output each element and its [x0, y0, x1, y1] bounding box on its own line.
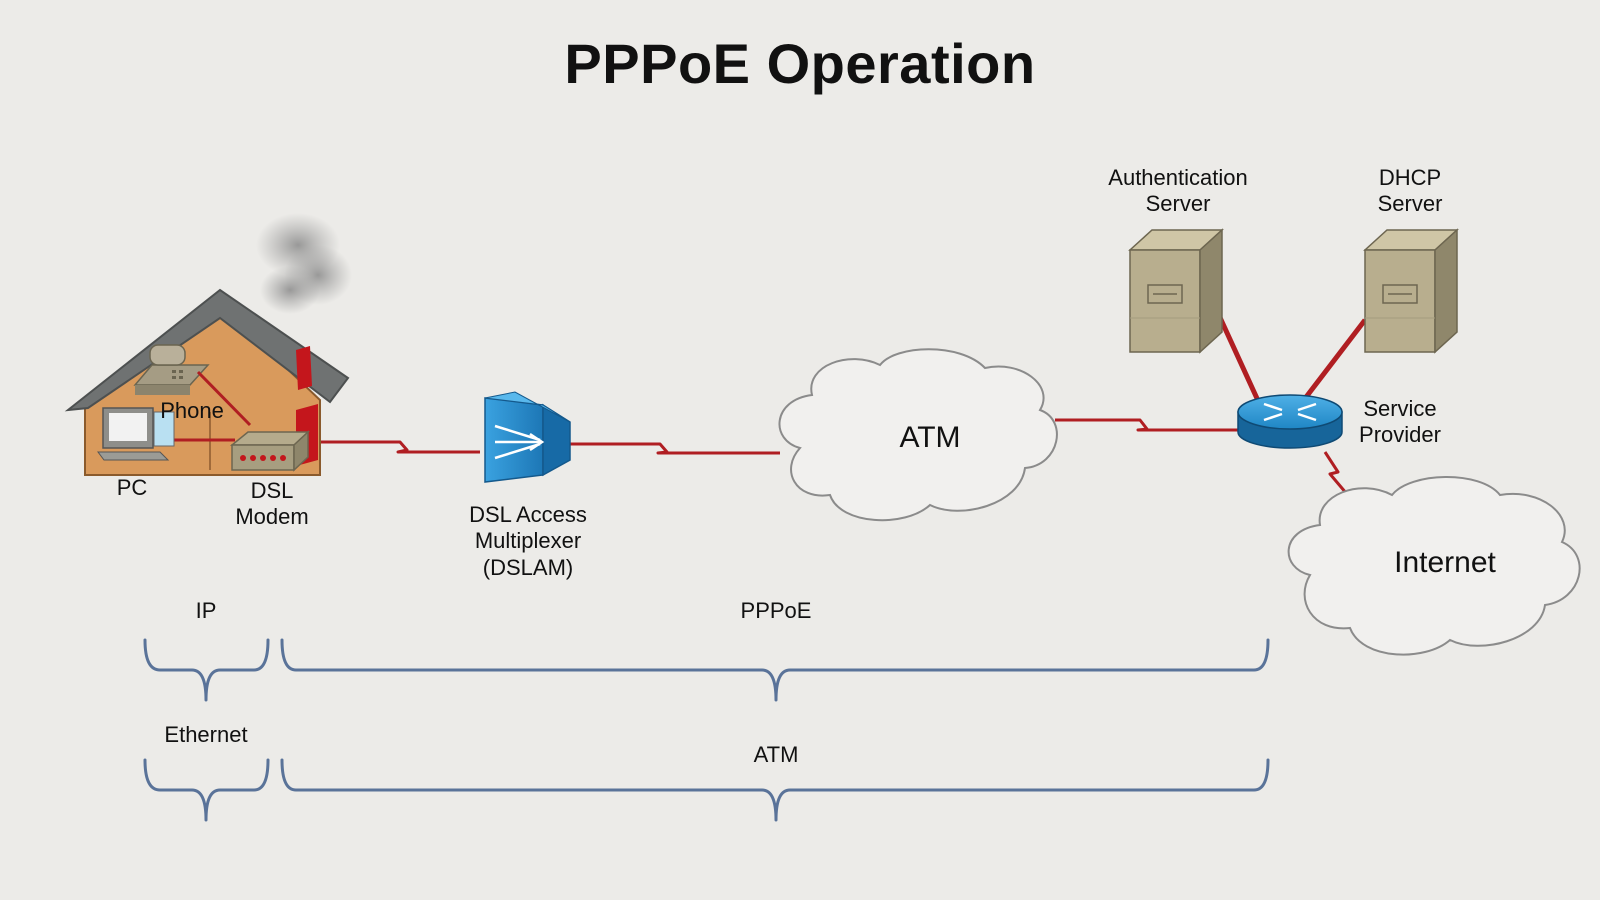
- dslam-label: DSL Access Multiplexer (DSLAM): [450, 502, 606, 581]
- router-icon: [1237, 394, 1343, 449]
- internet-cloud-label: Internet: [1394, 546, 1496, 579]
- atm-cloud-label: ATM: [899, 421, 961, 454]
- pc-label: PC: [116, 475, 148, 500]
- phone-icon: [133, 344, 210, 395]
- dhcp-server-label-line-2: Server: [1377, 191, 1443, 217]
- dslam-label-line-1: DSL Access: [469, 502, 587, 527]
- layer-atm-label: ATM: [753, 742, 799, 767]
- link-router-internet: [1323, 451, 1354, 501]
- dhcp-server-label: DHCP Server: [1350, 165, 1470, 218]
- service-provider-label: Service Provider: [1345, 396, 1455, 449]
- dsl-modem-icon: [229, 430, 310, 472]
- auth-server-label-line-2: Server: [1145, 191, 1211, 217]
- pc-icon: [97, 407, 175, 461]
- layer-ip-label: IP: [195, 598, 217, 623]
- page-title: PPPoE Operation: [564, 32, 1036, 95]
- link-phone-modem: [196, 370, 252, 427]
- link-dslam-atm: [570, 442, 780, 455]
- auth-server-label: Authentication Server: [1085, 165, 1271, 218]
- phone-label: Phone: [160, 398, 224, 423]
- brace-atm: [280, 758, 1270, 822]
- dslam-label-line-2: Multiplexer: [474, 528, 582, 554]
- service-provider-label-line-2: Provider: [1359, 422, 1441, 448]
- authentication-server-icon: [1128, 228, 1224, 354]
- dsl-modem-label: DSL Modem: [222, 478, 322, 531]
- link-router-dhcp-server: [1298, 318, 1367, 407]
- layer-ethernet-label: Ethernet: [164, 722, 248, 747]
- brace-ethernet: [143, 758, 270, 822]
- dhcp-server-icon: [1363, 228, 1459, 354]
- dhcp-server-label-line-1: DHCP: [1378, 165, 1442, 190]
- chimney-smoke-icon: [256, 213, 352, 314]
- brace-ip: [143, 638, 270, 702]
- atm-cloud-shape: [778, 348, 1058, 522]
- layer-pppoe-label: PPPoE: [740, 598, 812, 623]
- auth-server-label-line-1: Authentication: [1108, 165, 1248, 190]
- network-links: [318, 298, 1367, 501]
- dslam-icon: [484, 391, 571, 483]
- service-provider-label-line-1: Service: [1363, 396, 1437, 421]
- dslam-label-line-3: (DSLAM): [482, 554, 574, 580]
- link-atm-router: [1055, 418, 1240, 432]
- internet-cloud-shape: [1287, 476, 1581, 656]
- link-modem-dslam: [318, 440, 480, 454]
- protocol-braces: [143, 638, 1270, 822]
- dsl-modem-label-line-2: Modem: [235, 504, 309, 530]
- dsl-modem-label-line-1: DSL: [250, 478, 294, 503]
- brace-pppoe: [280, 638, 1270, 702]
